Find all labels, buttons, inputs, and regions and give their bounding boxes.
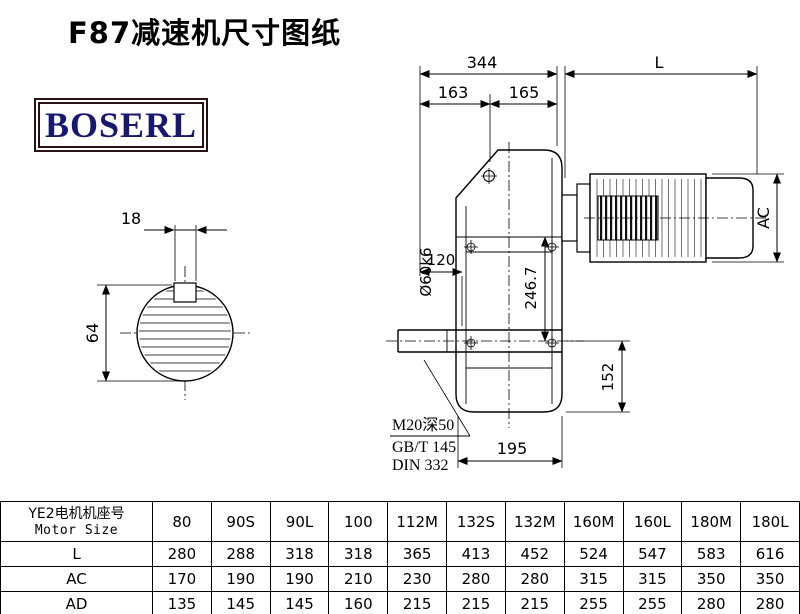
motor-size-header-en: Motor Size <box>34 523 119 539</box>
left-view-dimensions: 18 64 <box>83 209 227 382</box>
table-cell: 280 <box>740 591 800 614</box>
dim-shaft-dia-label: Ø60k6 <box>417 247 435 296</box>
dim-163-label: 163 <box>438 83 469 102</box>
table-cell: 215 <box>504 591 565 614</box>
table-cell: 230 <box>387 566 448 592</box>
col-header-180M: 180M <box>681 501 742 542</box>
row-label-L: L <box>0 541 153 567</box>
bolt-holes <box>464 240 559 350</box>
shaft-end-callout: M20深50 GB/T 145 DIN 332 <box>390 359 471 474</box>
dim-152-label: 152 <box>599 363 617 392</box>
table-cell: 583 <box>681 541 742 567</box>
table-cell: 288 <box>210 541 271 567</box>
table-cell: 280 <box>681 591 742 614</box>
dim-165-label: 165 <box>509 83 540 102</box>
dim-overall-width-label: 344 <box>467 53 498 72</box>
col-header-160L: 160L <box>622 501 683 542</box>
page-title: F87减速机尺寸图纸 <box>68 16 342 50</box>
motor <box>584 173 768 263</box>
col-header-132M: 132M <box>504 501 565 542</box>
table-cell: 280 <box>504 566 565 592</box>
shaft-cross-section-view <box>120 266 250 400</box>
row-label-AC: AC <box>0 566 153 592</box>
dim-120-label: 120 <box>427 251 456 269</box>
table-cell: 365 <box>387 541 448 567</box>
note-std1-label: GB/T 145 <box>392 439 456 456</box>
output-shaft <box>386 329 584 353</box>
col-header-132S: 132S <box>446 501 506 542</box>
table-cell: 616 <box>740 541 800 567</box>
table-cell: 135 <box>152 591 212 614</box>
boserl-logo: BOSERL <box>34 98 208 152</box>
table-cell: 190 <box>210 566 271 592</box>
table-cell: 255 <box>563 591 624 614</box>
motor-size-header: YE2电机机座号 Motor Size <box>0 501 153 542</box>
table-cell: 318 <box>328 541 389 567</box>
table-cell: 452 <box>504 541 565 567</box>
table-cell: 255 <box>622 591 683 614</box>
col-header-80: 80 <box>152 501 212 542</box>
table-cell: 547 <box>622 541 683 567</box>
table-cell: 145 <box>269 591 330 614</box>
dim-motor-height-label: AC <box>754 207 773 229</box>
col-header-180L: 180L <box>740 501 800 542</box>
col-header-160M: 160M <box>563 501 624 542</box>
table-cell: 350 <box>740 566 800 592</box>
col-header-112M: 112M <box>387 501 448 542</box>
fan-cover <box>705 177 754 259</box>
col-header-90S: 90S <box>210 501 271 542</box>
main-view-dimensions: 344 L 163 165 120 Ø60k6 246.7 152 195 <box>390 53 784 474</box>
table-cell: 350 <box>681 566 742 592</box>
table-cell: 318 <box>269 541 330 567</box>
note-std2-label: DIN 332 <box>392 457 448 474</box>
gearbox-motor-view <box>386 142 768 428</box>
table-cell: 170 <box>152 566 212 592</box>
table-cell: 280 <box>446 566 506 592</box>
eyebolt-hole <box>481 168 497 184</box>
keyway-slot <box>173 282 197 303</box>
table-cell: 280 <box>152 541 212 567</box>
boserl-logo-text: BOSERL <box>44 105 198 145</box>
dim-keyway-width-label: 18 <box>121 209 141 228</box>
table-cell: 210 <box>328 566 389 592</box>
table-cell: 215 <box>387 591 448 614</box>
table-cell: 215 <box>446 591 506 614</box>
dim-195-label: 195 <box>497 439 528 458</box>
table-cell: 160 <box>328 591 389 614</box>
table-cell: 315 <box>622 566 683 592</box>
note-tap-label: M20深50 <box>392 416 454 434</box>
dim-246-7-label: 246.7 <box>522 267 540 310</box>
col-header-90L: 90L <box>269 501 330 542</box>
technical-drawing: 18 64 <box>83 53 784 474</box>
table-cell: 315 <box>563 566 624 592</box>
table-cell: 190 <box>269 566 330 592</box>
dim-motor-length-label: L <box>655 53 664 72</box>
table-cell: 413 <box>446 541 506 567</box>
motor-size-header-cn: YE2电机机座号 <box>28 505 125 522</box>
motor-adapter-flange <box>561 183 591 253</box>
row-label-AD: AD <box>0 591 153 614</box>
table-cell: 145 <box>210 591 271 614</box>
col-header-100: 100 <box>328 501 389 542</box>
table-cell: 524 <box>563 541 624 567</box>
dim-bore-dia-label: 64 <box>83 323 102 343</box>
